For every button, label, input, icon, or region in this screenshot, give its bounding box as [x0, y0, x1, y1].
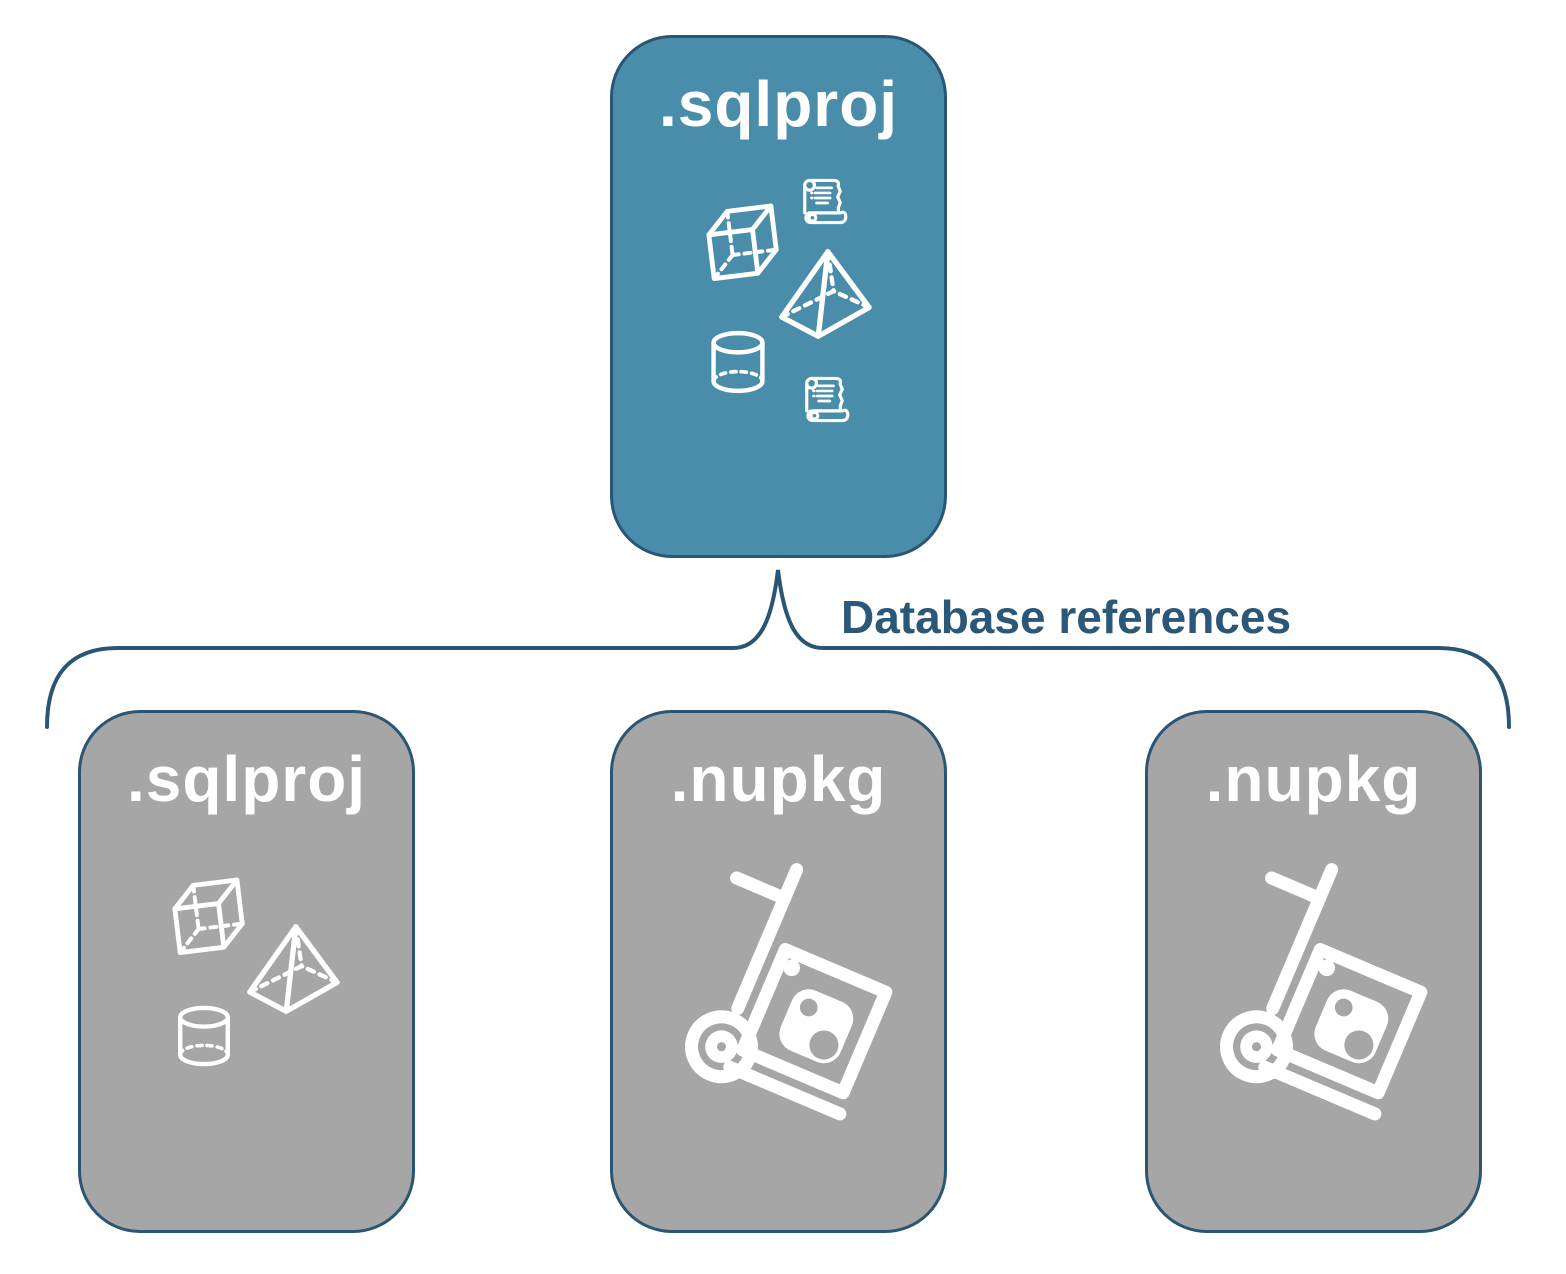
- root-box-title: .sqlproj: [658, 68, 899, 140]
- script-scroll-icon: [798, 373, 856, 429]
- package-dolly-icon: [1198, 858, 1458, 1138]
- child-box-nupkg: .nupkg: [610, 710, 947, 1233]
- cylinder-icon: [168, 995, 240, 1077]
- root-box-sqlproj: .sqlproj: [610, 35, 947, 558]
- child-box-nupkg: .nupkg: [1145, 710, 1482, 1233]
- pyramid-icon: [773, 246, 875, 342]
- cylinder-icon: [701, 321, 775, 403]
- child-box-title: .nupkg: [670, 743, 887, 815]
- child-box-sqlproj: .sqlproj: [78, 710, 415, 1233]
- child-box-title: .nupkg: [1205, 743, 1422, 815]
- pyramid-icon: [241, 921, 343, 1017]
- package-dolly-icon: [663, 858, 923, 1138]
- child-box-title: .sqlproj: [126, 743, 367, 815]
- cube-icon: [163, 875, 253, 963]
- connector-label: Database references: [841, 591, 1292, 643]
- script-scroll-icon: [796, 175, 854, 231]
- cube-icon: [698, 201, 786, 289]
